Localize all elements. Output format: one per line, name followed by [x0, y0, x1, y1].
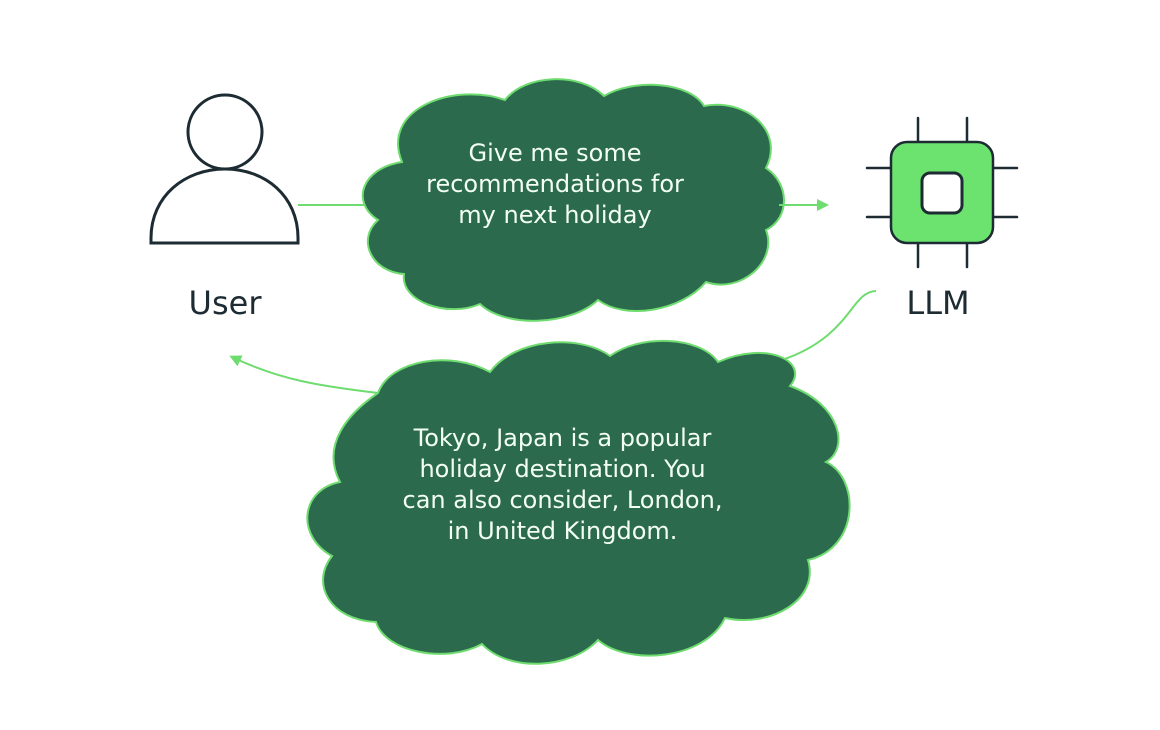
user-icon	[149, 93, 300, 245]
response-arrow	[229, 355, 379, 394]
request-bubble	[361, 78, 785, 322]
response-connector-line	[781, 290, 877, 361]
chip-icon	[865, 116, 1019, 269]
request-message-text: Give me some recommendations for my next…	[426, 139, 684, 229]
llm-label: LLM	[906, 284, 970, 322]
user-label: User	[188, 284, 262, 322]
response-message-text: Tokyo, Japan is a popular holiday destin…	[402, 424, 723, 545]
response-bubble	[306, 339, 851, 665]
